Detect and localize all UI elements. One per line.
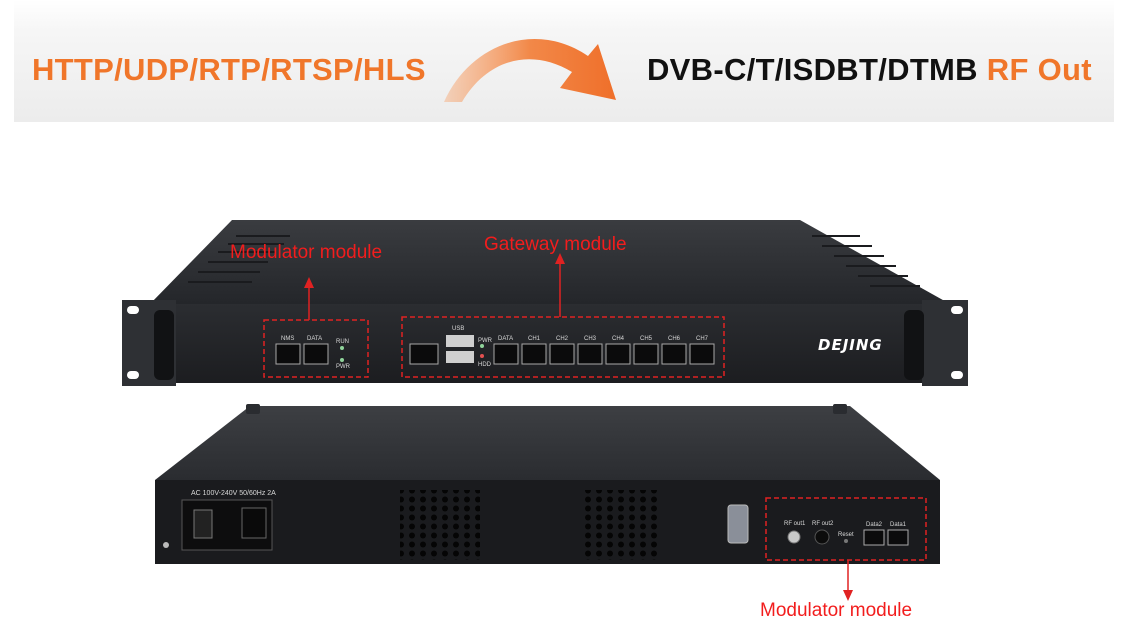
console-port	[409, 343, 439, 365]
data2-port	[863, 529, 885, 546]
ground-icon	[163, 542, 169, 548]
rf-out-text: RF Out	[986, 52, 1092, 87]
power-inlet-icon	[241, 507, 267, 539]
gw-hdd-led-icon	[480, 354, 484, 358]
gateway-port	[605, 343, 631, 365]
data1-label: Data1	[890, 522, 907, 528]
gateway-box	[401, 316, 725, 378]
vent-grille	[580, 490, 660, 560]
input-protocols-text: HTTP/UDP/RTP/RTSP/HLS	[32, 52, 426, 87]
rf-out1-connector-icon	[787, 530, 801, 544]
data1-port	[887, 529, 909, 546]
handle-left	[154, 310, 174, 380]
gateway-port	[633, 343, 659, 365]
ear-hole	[951, 306, 963, 314]
gw-port-label: CH3	[584, 336, 597, 342]
front-top-lid	[150, 220, 950, 304]
gateway-module-label: Gateway module	[484, 234, 627, 255]
gw-port-label: CH2	[556, 336, 569, 342]
rf-out1-label: RF out1	[784, 521, 806, 527]
rear-top-lid	[155, 406, 940, 480]
reset-button-icon	[844, 539, 848, 543]
gw-port-label: CH1	[528, 336, 541, 342]
handle-right	[904, 310, 924, 380]
nms-label: NMS	[281, 336, 294, 342]
reset-label: Reset	[838, 532, 854, 538]
data2-label: Data2	[866, 522, 883, 528]
gw-hdd-label: HDD	[478, 362, 492, 368]
rf-out2-label: RF out2	[812, 521, 834, 527]
rear-modulator-label: Modulator module	[760, 600, 913, 621]
arrow-up-icon	[304, 277, 314, 288]
gw-port-label: CH6	[668, 336, 681, 342]
arrow-up-icon	[555, 253, 565, 264]
gw-pwr-label: PWR	[478, 338, 493, 344]
pwr-led-icon	[340, 358, 344, 362]
data-label: DATA	[307, 336, 322, 342]
ear-hole	[127, 371, 139, 379]
rear-panel-face	[155, 480, 940, 564]
vent-grille	[400, 490, 480, 560]
front-unit: NMS DATA RUN PWR USB PWR HDD DATA CH1 CH…	[122, 220, 968, 386]
modulator-box-rear	[765, 497, 927, 561]
curved-arrow-icon	[444, 39, 616, 102]
modulator-box-front	[263, 319, 369, 378]
gateway-port	[661, 343, 687, 365]
front-lid-vents	[188, 235, 920, 287]
arrow-down-icon	[843, 590, 853, 601]
output-standards-text: DVB-C/T/ISDBT/DTMB RF Out	[647, 52, 1092, 87]
gw-port-label: CH5	[640, 336, 653, 342]
gw-port-label: CH4	[612, 336, 625, 342]
front-modulator-label: Modulator module	[230, 242, 383, 263]
power-switch-icon	[193, 509, 213, 539]
pwr-led-label: PWR	[336, 364, 351, 370]
vga-port-icon	[727, 504, 749, 544]
usb-port	[446, 335, 474, 347]
gateway-port	[549, 343, 575, 365]
gateway-port	[689, 343, 715, 365]
rf-out2-connector-icon	[814, 529, 830, 545]
ear-hole	[127, 306, 139, 314]
gw-port-label: CH7	[696, 336, 709, 342]
gw-port-label: DATA	[498, 336, 513, 342]
ear-hole	[951, 371, 963, 379]
gateway-port	[577, 343, 603, 365]
usb-label: USB	[452, 326, 464, 332]
gateway-ports-row: DATA CH1 CH2 CH3 CH4 CH5 CH6 CH7	[493, 336, 715, 365]
rear-unit: AC 100V-240V 50/60Hz 2A RF out1 RF out2 …	[155, 404, 940, 601]
nms-port	[275, 343, 301, 365]
brand-logo: DEJING	[818, 336, 883, 354]
rear-ear	[246, 404, 260, 414]
run-led-icon	[340, 346, 344, 350]
rear-ear	[833, 404, 847, 414]
gw-pwr-led-icon	[480, 344, 484, 348]
gateway-port	[493, 343, 519, 365]
usb-port	[446, 351, 474, 363]
run-led-label: RUN	[336, 339, 349, 345]
rack-ear-right	[922, 300, 968, 386]
data-port	[303, 343, 329, 365]
power-spec-label: AC 100V-240V 50/60Hz 2A	[191, 490, 276, 497]
gateway-port	[521, 343, 547, 365]
